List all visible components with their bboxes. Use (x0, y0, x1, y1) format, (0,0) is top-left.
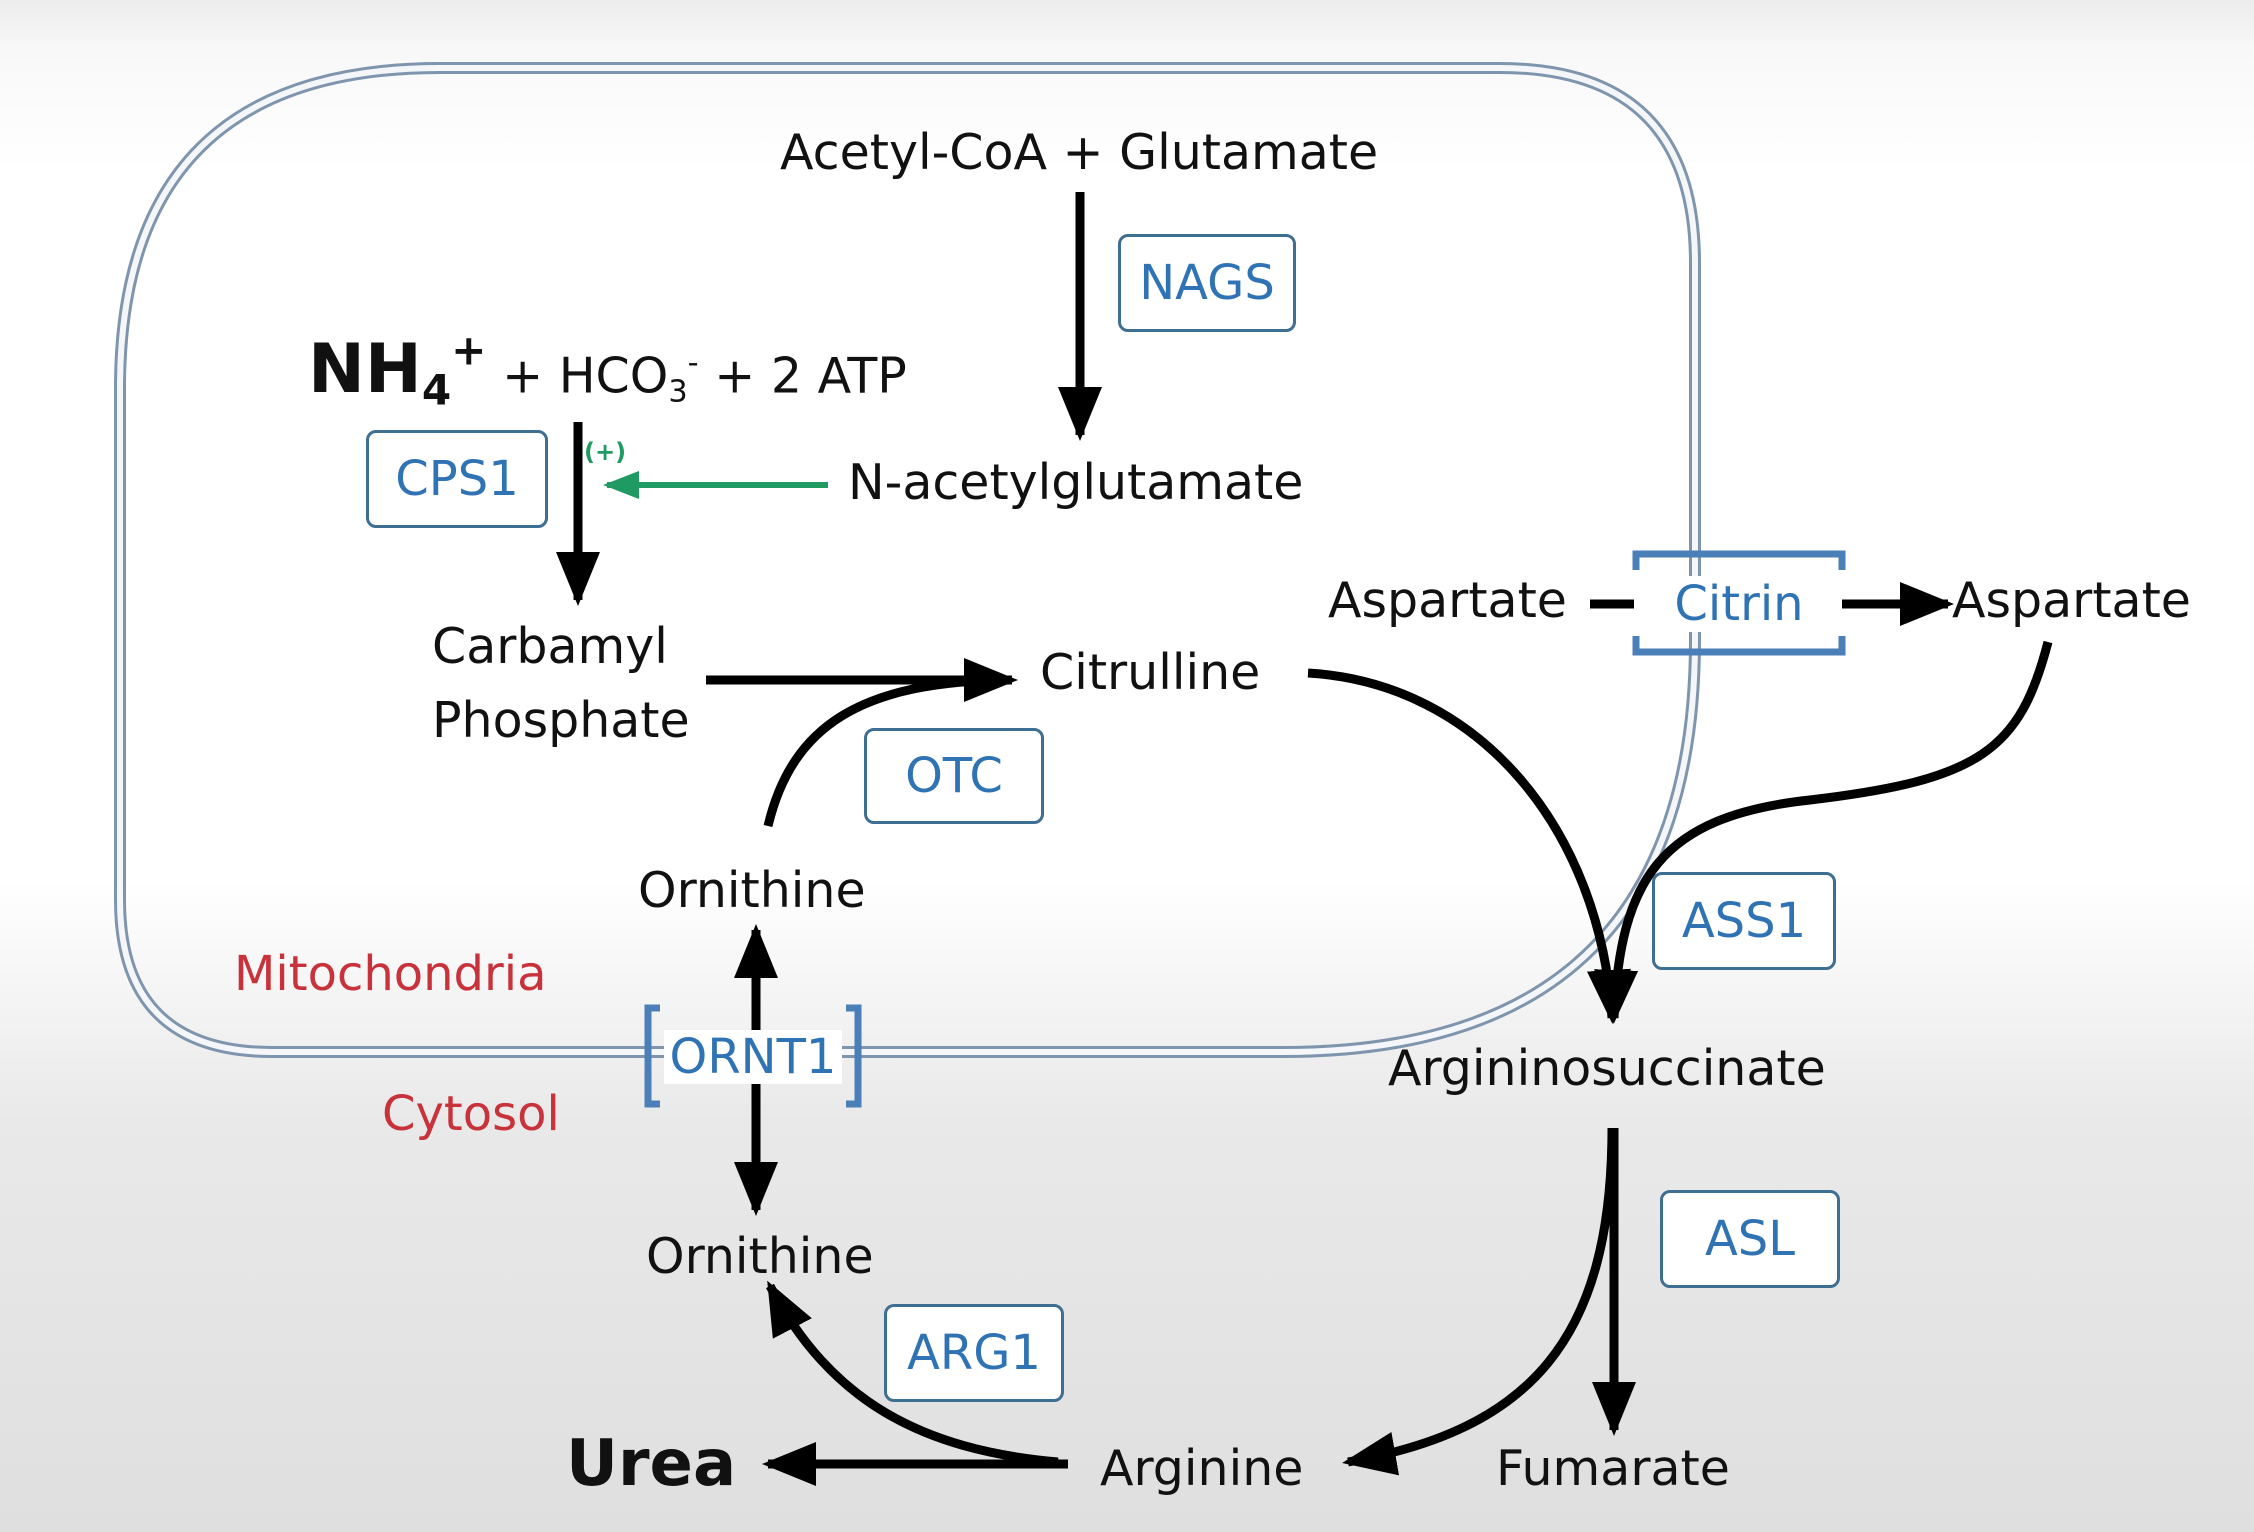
activation-label: (+) (584, 438, 627, 466)
enzyme-asl: ASL (1660, 1190, 1840, 1288)
metabolite-nh4-hco3-atp: NH4+ + HCO3- + 2 ATP (308, 326, 907, 416)
metabolite-ornithine-cyto: Ornithine (646, 1228, 874, 1285)
metabolite-acetylcoa-glutamate: Acetyl-CoA + Glutamate (780, 124, 1379, 181)
metabolite-ornithine-mito: Ornithine (638, 862, 866, 919)
arrow-arg1-ornithine (766, 1280, 1059, 1467)
citrin-bracket-top (1632, 550, 1846, 570)
metabolite-carbamyl-line1: Carbamyl (432, 618, 668, 675)
enzyme-arg1: ARG1 (884, 1304, 1064, 1402)
metabolite-n-acetylglutamate: N-acetylglutamate (848, 454, 1304, 511)
metabolite-aspartate-cyto: Aspartate (1952, 572, 2191, 629)
metabolite-carbamyl-line2: Phosphate (432, 692, 690, 749)
transporter-citrin: Citrin (1644, 576, 1834, 632)
ornt1-bracket-left (644, 1004, 660, 1108)
metabolite-arginine: Arginine (1100, 1440, 1304, 1497)
arrow-asl-arginine (1342, 1127, 1617, 1476)
ornt1-bracket-right (846, 1004, 862, 1108)
metabolite-argininosuccinate: Argininosuccinate (1388, 1040, 1826, 1097)
metabolite-fumarate: Fumarate (1496, 1440, 1730, 1497)
arrow-ornithine-citrulline (763, 675, 1011, 828)
mitochondria-membrane (114, 62, 1701, 1058)
enzyme-nags: NAGS (1118, 234, 1296, 332)
arrow-citrulline-ass1 (1307, 668, 1631, 1024)
region-mitochondria-label: Mitochondria (234, 946, 547, 1002)
metabolite-aspartate-mito: Aspartate (1328, 572, 1567, 629)
transporter-ornt1: ORNT1 (664, 1029, 842, 1085)
enzyme-ass1: ASS1 (1652, 872, 1836, 970)
citrin-bracket-bottom (1632, 636, 1846, 656)
metabolite-citrulline: Citrulline (1040, 644, 1261, 701)
enzyme-otc: OTC (864, 728, 1044, 824)
arrow-aspartate-ass1 (1594, 640, 2053, 1024)
region-cytosol-label: Cytosol (382, 1086, 560, 1142)
enzyme-cps1: CPS1 (366, 430, 548, 528)
metabolite-urea: Urea (566, 1427, 737, 1501)
